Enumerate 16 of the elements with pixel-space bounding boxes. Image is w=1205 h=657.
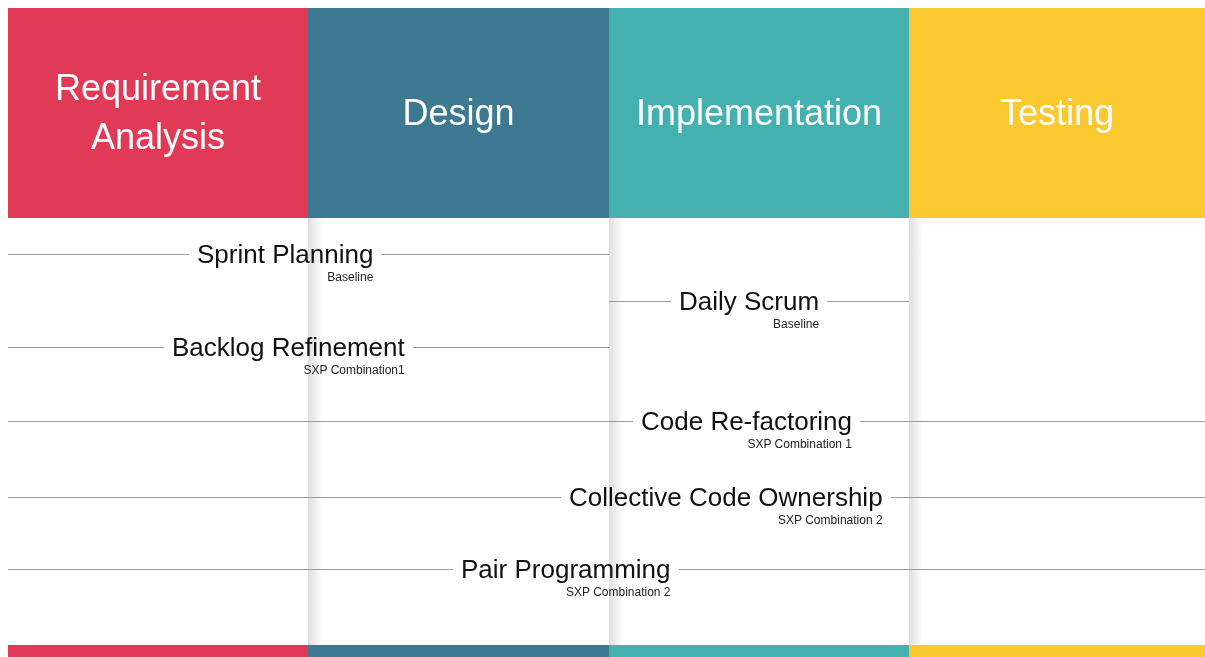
practice-label: Code Re-factoring <box>641 405 852 437</box>
variant-note: Baseline <box>773 317 820 331</box>
practice-label: Collective Code Ownership <box>569 481 883 513</box>
variant-note: SXP Combination 1 <box>747 437 852 451</box>
column-header: Implementation <box>609 8 909 218</box>
variant-note: SXP Combination 2 <box>778 513 883 527</box>
practice-label: Backlog Refinement <box>172 331 405 363</box>
variant-note: Baseline <box>327 270 374 284</box>
column-header: Testing <box>909 8 1205 218</box>
variant-note: SXP Combination1 <box>303 363 405 377</box>
column-header: Design <box>308 8 609 218</box>
practice-label: Sprint Planning <box>197 238 374 270</box>
practice-label: Daily Scrum <box>679 285 820 317</box>
practice-label: Pair Programming <box>461 553 671 585</box>
column-header: Requirement Analysis <box>8 8 308 218</box>
variant-note: SXP Combination 2 <box>566 585 671 599</box>
